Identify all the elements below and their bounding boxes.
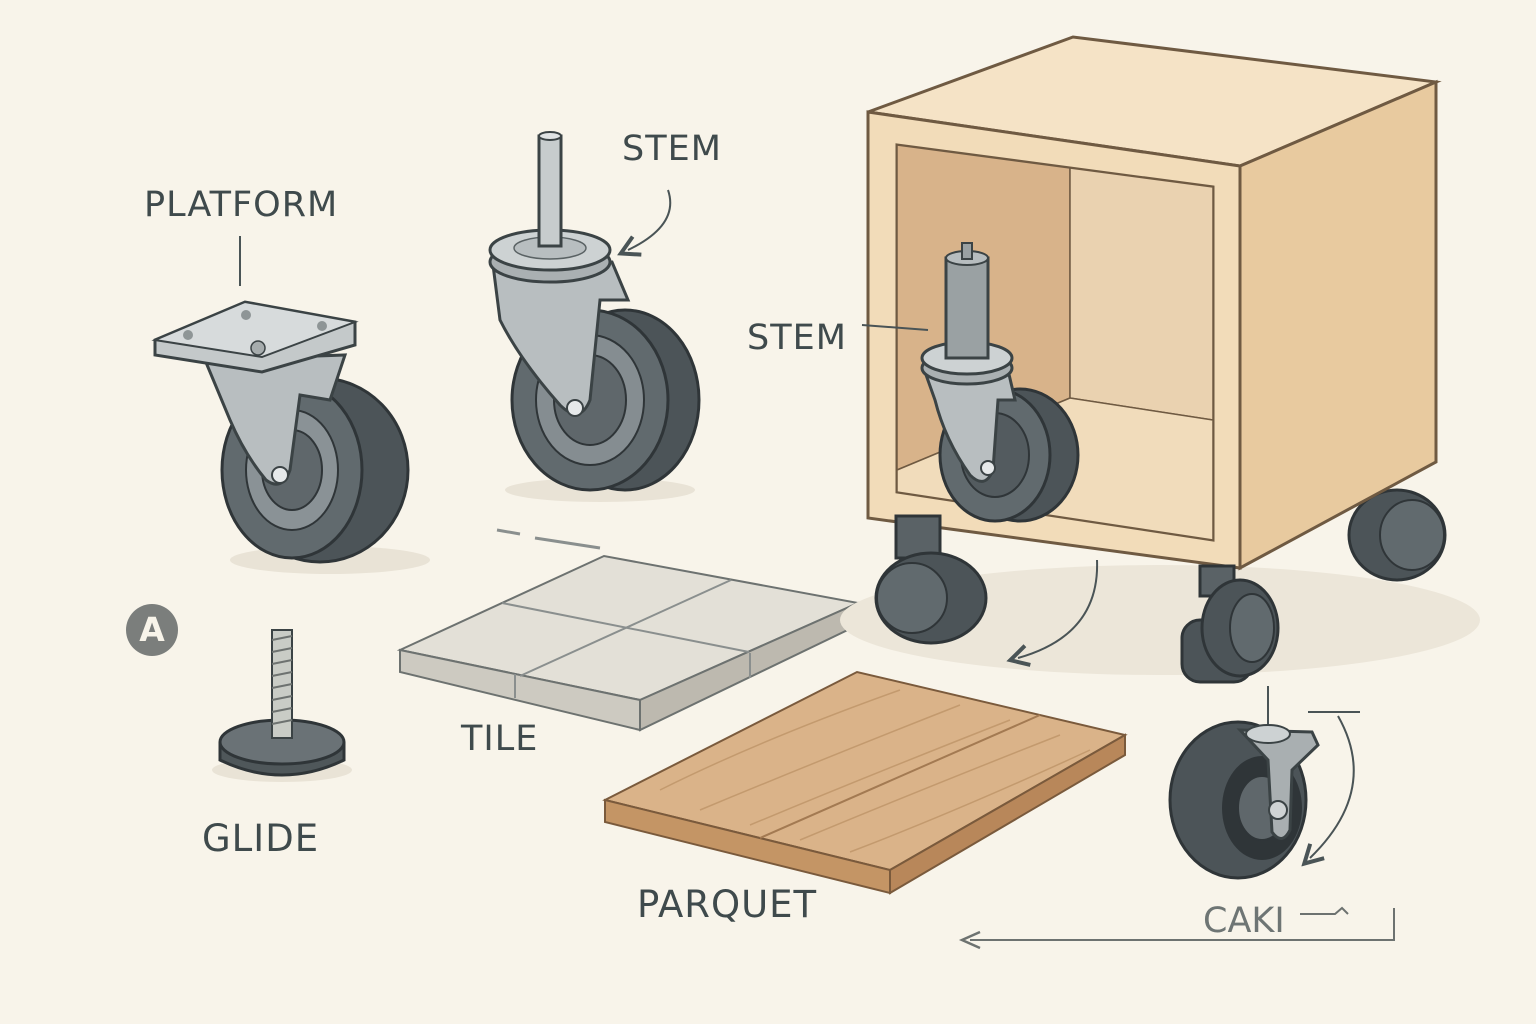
stem-caster [488,131,701,502]
parquet-sample [602,670,1128,895]
swap-arrow [1018,559,1099,658]
rotation-arrow [1310,715,1355,858]
cabinet-stem-caster [920,242,1080,523]
parquet-label: PARQUET [637,883,818,926]
cabinet-back-caster [1347,488,1447,582]
platform-label: PLATFORM [144,185,339,225]
glide [212,629,352,782]
stem-label-top: STEM [622,129,722,169]
tile-sample [396,528,862,732]
stem-label-cabinet: STEM [747,318,847,358]
stem-arrow [628,189,672,250]
bottom-text: CAKI [1203,901,1285,941]
cabinet [840,35,1480,684]
cabinet-front-left-caster [874,514,988,645]
badge-a: A [126,604,178,656]
platform-caster [151,236,430,574]
bottom-arrow [958,906,1395,950]
cabinet-front-right-caster [1180,564,1280,684]
tile-label: TILE [461,719,539,759]
stem-leader-line [861,324,929,331]
glide-label: GLIDE [202,817,320,860]
brake-caster [1168,686,1360,880]
